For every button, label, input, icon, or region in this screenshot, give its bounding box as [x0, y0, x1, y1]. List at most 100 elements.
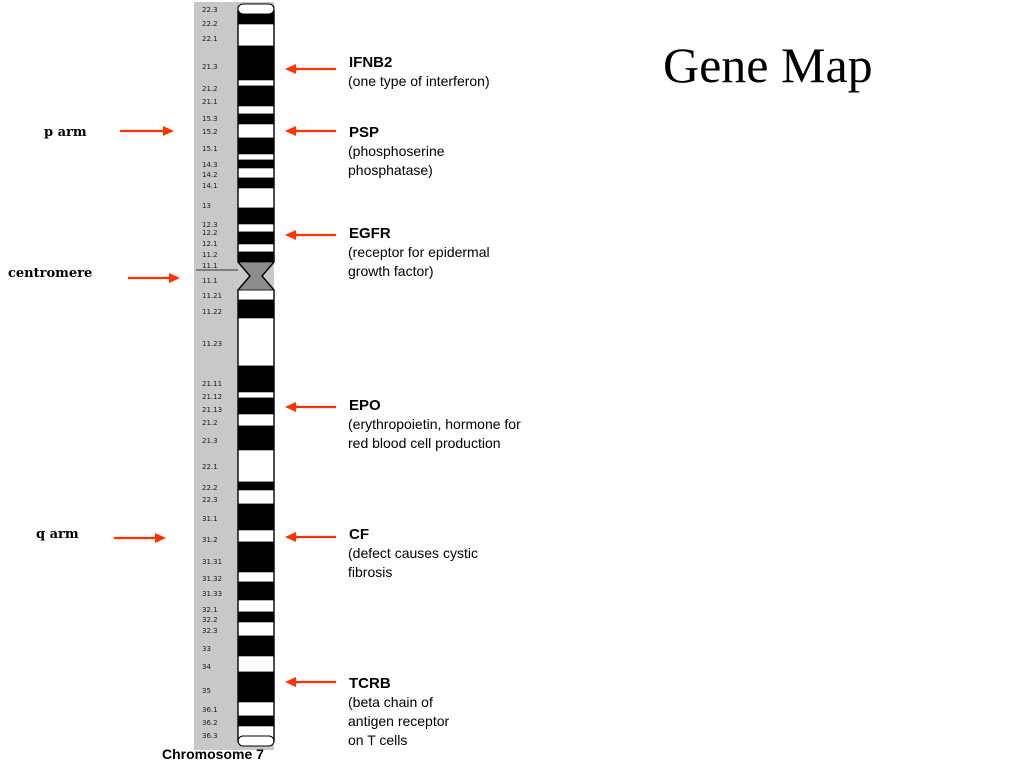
gene-arrow	[285, 677, 336, 687]
band-label: 14.2	[202, 171, 218, 179]
gene-description: (beta chain of	[348, 694, 433, 710]
gene-description: on T cells	[348, 732, 407, 748]
gene-description: (receptor for epidermal	[348, 244, 490, 260]
chromosome-band	[237, 397, 275, 415]
chromosome-band	[237, 123, 275, 139]
band-label: 31.1	[202, 515, 218, 523]
band-label: 21.13	[202, 406, 222, 414]
band-label: 34	[202, 663, 211, 671]
chromosome-outline	[237, 10, 275, 742]
gene-description: fibrosis	[348, 564, 392, 580]
gene-name: EPO	[349, 397, 381, 414]
band-label: 11.1	[202, 262, 218, 270]
chromosome-band	[237, 413, 275, 427]
chromosome-band	[237, 167, 275, 179]
gene-description: (defect causes cystic	[348, 545, 478, 561]
gene-annotation: IFNB2(one type of interferon)	[348, 54, 490, 89]
band-label: 35	[202, 687, 211, 695]
chromosome-band	[237, 541, 275, 573]
band-label: 31.33	[202, 590, 222, 598]
band-label: 14.3	[202, 161, 218, 169]
band-label: 11.2	[202, 251, 218, 259]
band-label: 11.23	[202, 340, 222, 348]
band-label: 22.1	[202, 35, 218, 43]
band-label: 11.22	[202, 308, 222, 316]
gene-arrow	[285, 532, 336, 542]
chromosome-band	[237, 611, 275, 623]
band-label: 31.31	[202, 558, 222, 566]
chromosome-band	[237, 581, 275, 601]
chromosome-band	[237, 207, 275, 225]
chromosome-bands	[237, 3, 275, 747]
chromosome-band	[237, 621, 275, 637]
arm-arrow	[120, 126, 174, 136]
gene-description: antigen receptor	[348, 713, 450, 729]
band-label: 21.3	[202, 63, 218, 71]
gene-arrow	[285, 64, 336, 74]
arm-arrow	[128, 273, 180, 283]
band-labels: 22.322.222.121.321.221.115.315.215.114.3…	[196, 6, 238, 740]
band-label: 31.2	[202, 536, 218, 544]
chromosome-band	[237, 529, 275, 543]
gene-name: TCRB	[349, 675, 391, 692]
chromosome-band	[237, 79, 275, 87]
chromosome-band	[237, 635, 275, 657]
band-label: 15.1	[202, 145, 218, 153]
band-label: 21.2	[202, 419, 218, 427]
telomere-bottom	[237, 735, 275, 747]
arm-label: centromere	[8, 266, 92, 281]
chromosome-band	[237, 715, 275, 727]
chromosome-band	[237, 489, 275, 505]
chromosome-band	[237, 153, 275, 161]
chromosome-caption: Chromosome 7	[162, 746, 264, 762]
chromosome-band	[237, 365, 275, 393]
band-label: 12.3	[202, 221, 218, 229]
chromosome-band	[237, 137, 275, 155]
pointer-arrows	[114, 64, 336, 687]
band-label: 21.1	[202, 98, 218, 106]
arm-labels: p arm centromere q arm	[8, 125, 92, 542]
arm-arrow	[114, 533, 166, 543]
band-label: 21.12	[202, 393, 222, 401]
chromosome-band	[237, 449, 275, 483]
gene-arrow	[285, 230, 336, 240]
chromosome-band	[237, 45, 275, 81]
chromosome-band	[237, 481, 275, 491]
chromosome-band	[237, 391, 275, 399]
chromosome-band	[237, 159, 275, 169]
band-label: 22.1	[202, 463, 218, 471]
gene-description: (phosphoserine	[348, 143, 445, 159]
band-label: 14.1	[202, 182, 218, 190]
arm-label: q arm	[36, 527, 79, 542]
chromosome-band	[237, 23, 275, 47]
gene-arrow	[285, 402, 336, 412]
band-label: 21.11	[202, 380, 222, 388]
band-label: 22.3	[202, 6, 218, 14]
chromosome-band	[237, 317, 275, 367]
chromosome-band	[237, 599, 275, 613]
chromosome-band	[237, 105, 275, 115]
chromosome-band	[237, 187, 275, 209]
chromosome-band	[237, 85, 275, 107]
band-label: 11.1	[202, 277, 218, 285]
band-label: 15.3	[202, 115, 218, 123]
chromosome-band	[237, 177, 275, 189]
gene-labels: IFNB2(one type of interferon) PSP(phospho…	[348, 54, 521, 748]
gene-description: (one type of interferon)	[348, 73, 490, 89]
gene-annotation: TCRB (beta chain of antigen receptor on T c…	[348, 675, 450, 748]
band-label: 12.2	[202, 229, 218, 237]
chromosome-band	[237, 655, 275, 673]
chromosome-band	[237, 503, 275, 531]
chromosome-band	[237, 223, 275, 233]
chromosome-band	[237, 251, 275, 263]
telomere-top	[237, 3, 275, 15]
band-label: 15.2	[202, 128, 218, 136]
band-label: 11.21	[202, 292, 222, 300]
arm-label: p arm	[44, 125, 87, 140]
chromosome-band	[237, 701, 275, 717]
